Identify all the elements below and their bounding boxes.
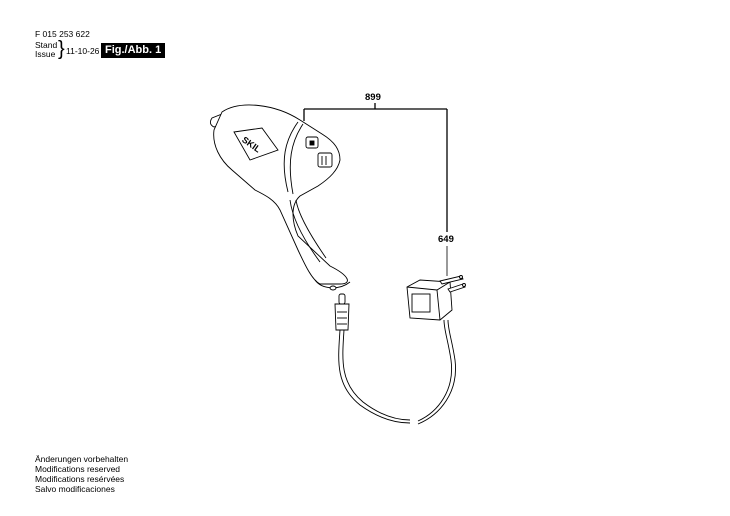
part-number-899: 899 bbox=[365, 92, 381, 103]
screwdriver-drawing: SKIL bbox=[209, 104, 351, 291]
modification-notes: Änderungen vorbehalten Modifications res… bbox=[35, 454, 128, 494]
brace-icon: } bbox=[58, 38, 65, 60]
note-fr: Modifications resérvées bbox=[35, 474, 125, 484]
dc-plug-cable bbox=[334, 293, 456, 425]
bracket-899 bbox=[303, 103, 448, 276]
note-de: Änderungen vorbehalten bbox=[35, 454, 129, 464]
figure-label: Fig./Abb. 1 bbox=[101, 43, 166, 58]
issue-label: Issue bbox=[35, 49, 56, 59]
note-es: Salvo modificaciones bbox=[35, 484, 115, 494]
part-number-649: 649 bbox=[438, 234, 454, 245]
note-en: Modifications reserved bbox=[35, 464, 121, 474]
stand-issue-label: Stand Issue bbox=[35, 41, 57, 59]
wall-charger bbox=[406, 275, 466, 321]
document-number: F 015 253 622 bbox=[35, 29, 90, 39]
stand-label: Stand bbox=[35, 40, 58, 50]
issue-date: 11-10-26 bbox=[66, 46, 100, 56]
